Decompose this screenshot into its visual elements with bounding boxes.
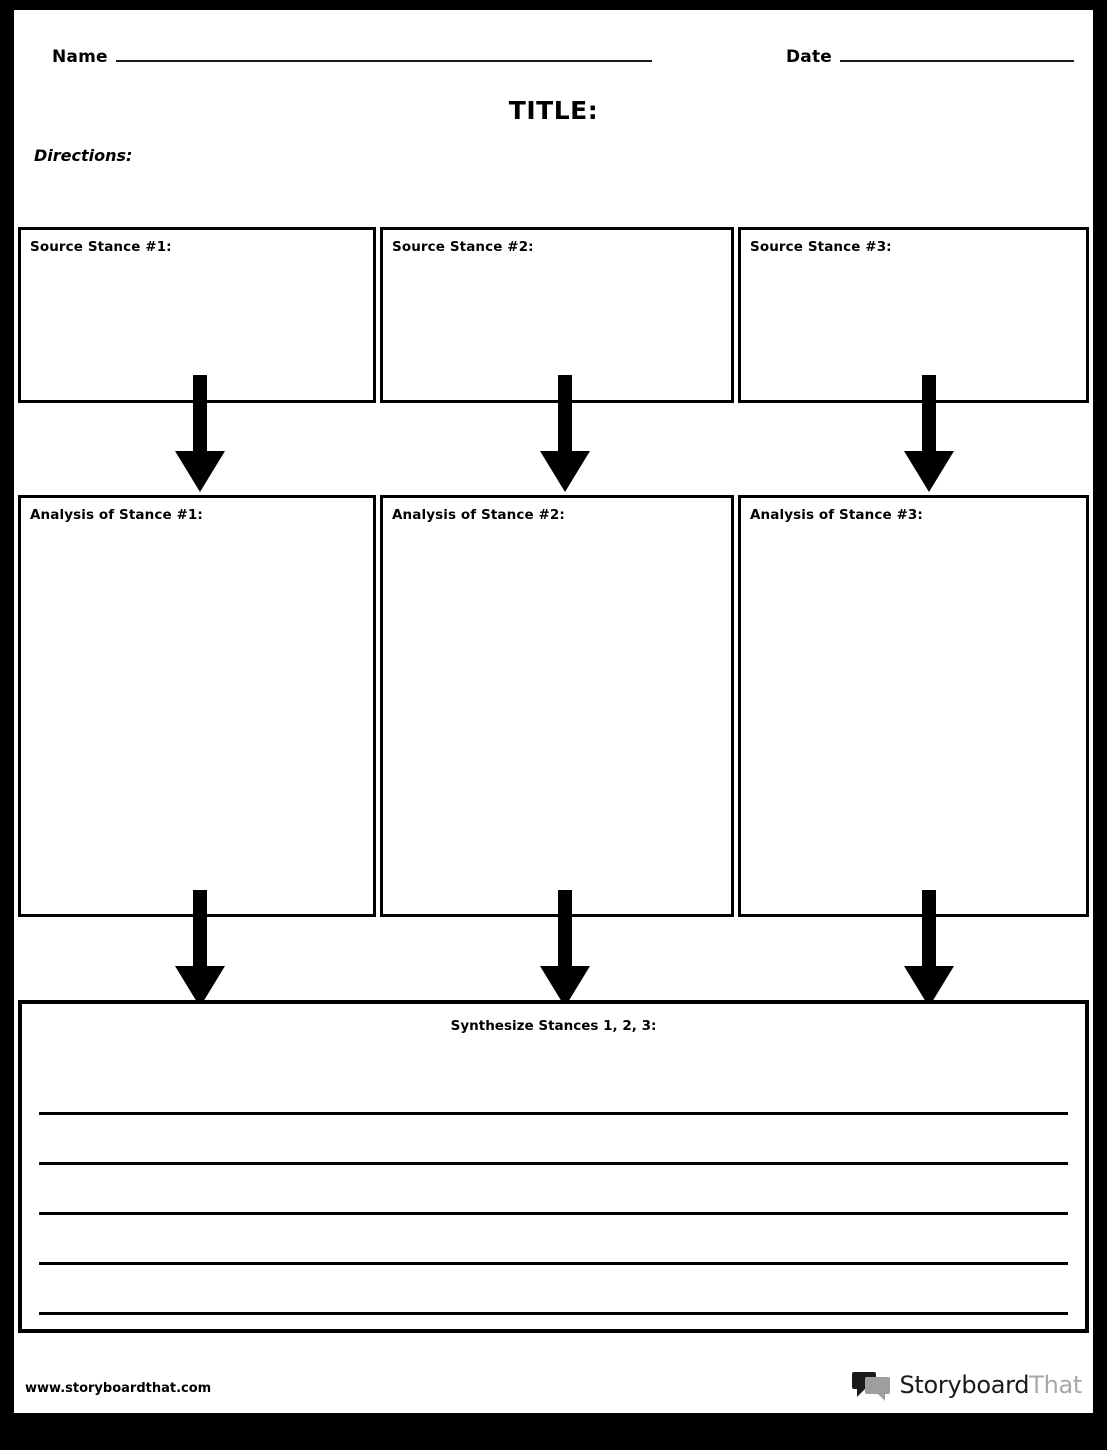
- storyboardthat-logo[interactable]: StoryboardThat: [852, 1369, 1082, 1401]
- speech-bubbles-icon: [852, 1369, 892, 1401]
- name-input-line[interactable]: [115, 44, 652, 62]
- synthesize-panel[interactable]: Synthesize Stances 1, 2, 3:: [18, 1000, 1089, 1333]
- date-label: Date: [786, 47, 833, 67]
- analysis-stance-1-label: Analysis of Stance #1:: [30, 507, 203, 523]
- arrow-down-icon: [171, 375, 229, 493]
- analysis-stance-2-label: Analysis of Stance #2:: [392, 507, 565, 523]
- worksheet-page: Name Date TITLE: Directions: Source Stan…: [14, 10, 1093, 1363]
- synthesize-write-line[interactable]: [39, 1112, 1068, 1115]
- synthesize-write-line[interactable]: [39, 1162, 1068, 1165]
- arrow-down-icon: [536, 375, 594, 493]
- source-stance-2-box[interactable]: Source Stance #2:: [380, 227, 734, 403]
- synthesize-heading: Synthesize Stances 1, 2, 3:: [450, 1018, 657, 1034]
- arrow-down-icon: [900, 890, 958, 1008]
- logo-word-storyboard: Storyboard: [899, 1371, 1030, 1399]
- logo-wordmark: StoryboardThat: [899, 1371, 1082, 1399]
- page-title: TITLE:: [508, 96, 599, 125]
- directions-label: Directions:: [34, 146, 133, 165]
- synthesize-write-line[interactable]: [39, 1312, 1068, 1315]
- analysis-stance-3-box[interactable]: Analysis of Stance #3:: [738, 495, 1089, 917]
- source-stance-3-label: Source Stance #3:: [750, 239, 892, 255]
- footer-url[interactable]: www.storyboardthat.com: [25, 1381, 212, 1396]
- source-stance-1-label: Source Stance #1:: [30, 239, 172, 255]
- synthesize-write-line[interactable]: [39, 1212, 1068, 1215]
- analysis-stance-3-label: Analysis of Stance #3:: [750, 507, 923, 523]
- date-input-line[interactable]: [840, 44, 1074, 62]
- synthesize-write-line[interactable]: [39, 1262, 1068, 1265]
- source-stance-3-box[interactable]: Source Stance #3:: [738, 227, 1089, 403]
- date-field-row: Date: [786, 44, 1074, 67]
- analysis-row: Analysis of Stance #1: Analysis of Stanc…: [18, 495, 1089, 917]
- logo-word-that: That: [1029, 1371, 1082, 1399]
- name-field-row: Name: [52, 44, 652, 67]
- arrow-down-icon: [900, 375, 958, 493]
- analysis-stance-1-box[interactable]: Analysis of Stance #1:: [18, 495, 376, 917]
- source-stance-row: Source Stance #1: Source Stance #2: Sour…: [18, 227, 1089, 403]
- source-stance-2-label: Source Stance #2:: [392, 239, 534, 255]
- name-label: Name: [52, 47, 108, 67]
- arrow-down-icon: [536, 890, 594, 1008]
- analysis-stance-2-box[interactable]: Analysis of Stance #2:: [380, 495, 734, 917]
- source-stance-1-box[interactable]: Source Stance #1:: [18, 227, 376, 403]
- arrow-down-icon: [171, 890, 229, 1008]
- footer-bar: www.storyboardthat.com StoryboardThat: [14, 1363, 1093, 1413]
